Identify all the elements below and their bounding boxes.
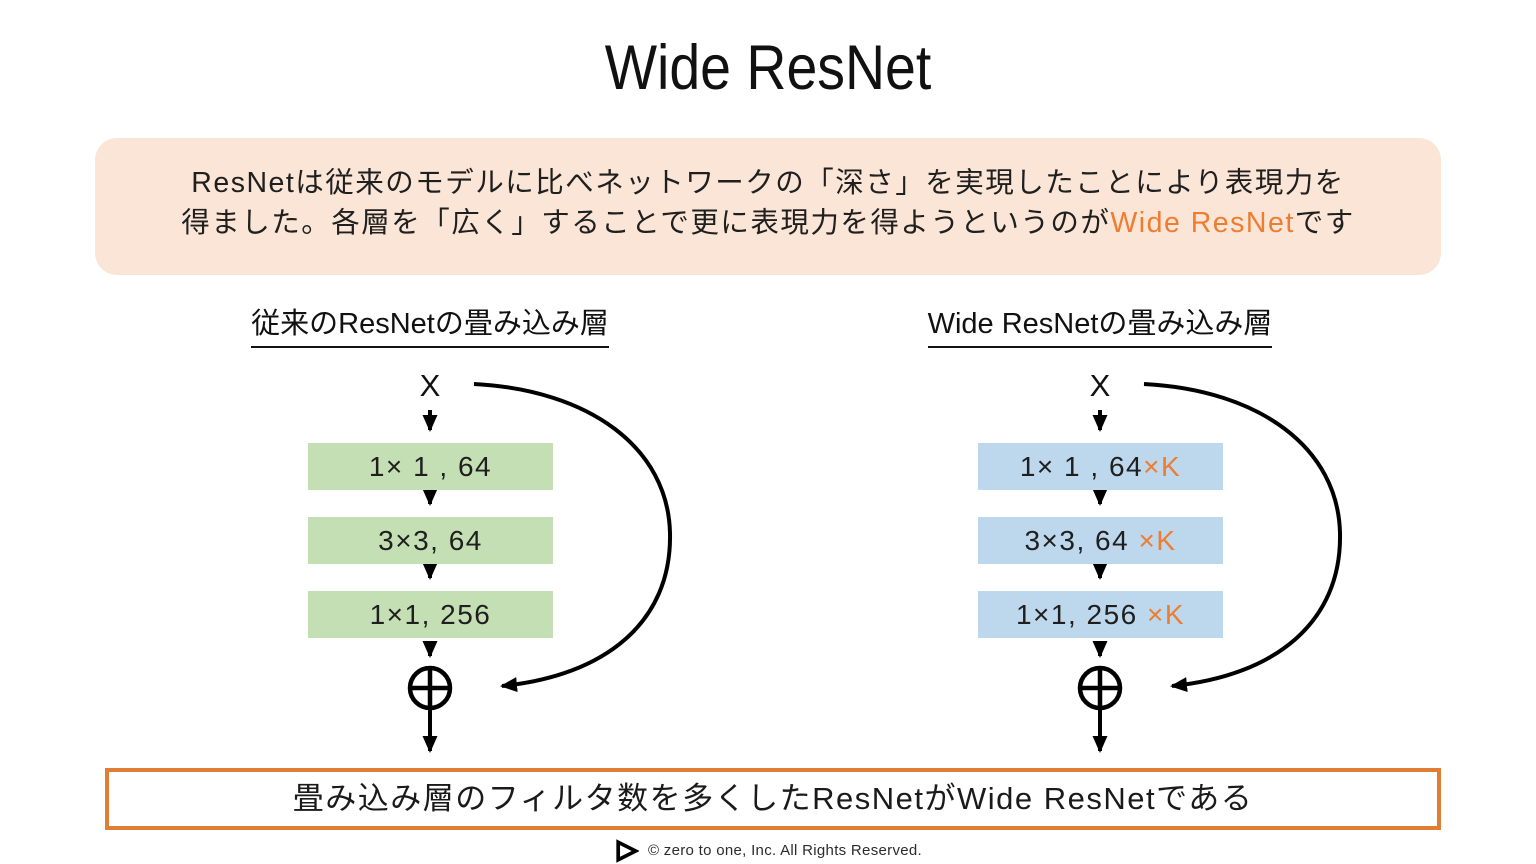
input-x-label: X bbox=[419, 368, 441, 403]
conv-layer-box: 3×3, 64 ×K bbox=[978, 517, 1223, 564]
resnet-block-diagram: X 1× 1 , 64 3×3, 64 1×1, 256 bbox=[200, 368, 760, 768]
width-multiplier: ×K bbox=[1138, 525, 1177, 556]
right-diagram-arrows bbox=[1077, 382, 1343, 753]
width-multiplier: ×K bbox=[1147, 599, 1186, 630]
left-diagram-heading: 従来のResNetの畳み込み層 bbox=[200, 300, 660, 348]
play-triangle-icon bbox=[616, 838, 639, 863]
intro-line-1: ResNetは従来のモデルに比べネットワークの「深さ」を実現したことにより表現力… bbox=[191, 167, 1345, 199]
skip-connection-curve bbox=[473, 382, 673, 692]
conv-layer-box: 1× 1 , 64 bbox=[308, 443, 553, 490]
conv-layer-box: 1× 1 , 64×K bbox=[978, 443, 1223, 490]
add-icon bbox=[1077, 665, 1123, 711]
width-multiplier: ×K bbox=[1143, 451, 1182, 482]
conclusion-banner: 畳み込み層のフィルタ数を多くしたResNetがWide ResNetである bbox=[105, 768, 1441, 830]
conv-layer-box: 1×1, 256 bbox=[308, 591, 553, 638]
left-diagram-arrows bbox=[407, 382, 673, 753]
intro-callout: ResNetは従来のモデルに比べネットワークの「深さ」を実現したことにより表現力… bbox=[95, 138, 1441, 275]
footer: © zero to one, Inc. All Rights Reserved. bbox=[0, 837, 1536, 864]
right-diagram-heading: Wide ResNetの畳み込み層 bbox=[870, 300, 1330, 348]
input-x-label: X bbox=[1089, 368, 1111, 403]
add-icon bbox=[407, 665, 453, 711]
wide-resnet-block-diagram: X 1× 1 , 64×K 3×3, 64 ×K 1×1, 256 ×K bbox=[870, 368, 1430, 768]
conv-layer-box: 3×3, 64 bbox=[308, 517, 553, 564]
intro-line-2: 得ました。各層を「広く」することで更に表現力を得ようというのがWide ResN… bbox=[181, 207, 1355, 239]
copyright-text: © zero to one, Inc. All Rights Reserved. bbox=[647, 842, 922, 859]
skip-connection-curve bbox=[1143, 382, 1343, 692]
page-title: Wide ResNet bbox=[604, 33, 932, 103]
intro-highlight: Wide ResNet bbox=[1110, 207, 1295, 239]
conv-layer-box: 1×1, 256 ×K bbox=[978, 591, 1223, 638]
